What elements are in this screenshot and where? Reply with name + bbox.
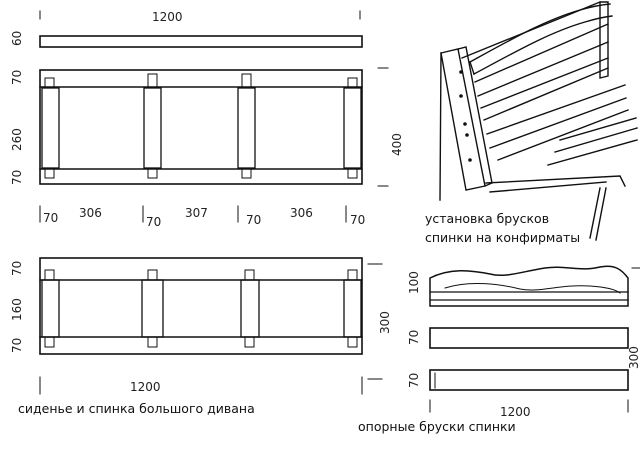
spacing-4: 307 — [185, 206, 208, 220]
iso-caption-line1: установка брусков — [425, 211, 549, 226]
spacing-6: 306 — [290, 206, 313, 220]
top-width-label: 1200 — [152, 10, 183, 24]
bottom-drawing — [39, 257, 383, 395]
bottom-upright-2 — [141, 279, 164, 338]
bottom-overall-height: 300 — [378, 311, 392, 334]
spacing-7: 70 — [350, 213, 365, 227]
top-frame-middle: 260 — [10, 128, 24, 151]
backrest-bars — [429, 265, 640, 413]
bar-height-2: 70 — [407, 330, 421, 345]
iso-sketch — [439, 1, 638, 241]
iso-caption: установка брусков спинки на конфирматы — [425, 211, 580, 245]
bottom-width-label: 1200 — [130, 380, 161, 394]
bottom-upright-1 — [41, 279, 60, 338]
spacing-2: 306 — [79, 206, 102, 220]
bottom-upright-3 — [240, 279, 260, 338]
top-rail-thickness: 60 — [10, 31, 24, 46]
bar-3 — [429, 369, 629, 391]
bottom-frame-middle: 160 — [10, 298, 24, 321]
spacing-3: 70 — [146, 215, 161, 229]
bar-height-3: 70 — [407, 373, 421, 388]
top-frame — [39, 69, 363, 185]
bottom-frame — [39, 257, 363, 355]
spacing-1: 70 — [43, 211, 58, 225]
bottom-frame-top: 70 — [10, 261, 24, 276]
bottom-upright-4 — [343, 279, 362, 338]
top-rail — [39, 35, 363, 48]
wavy-bar — [429, 265, 629, 307]
backrest-dimensions: 100 70 70 300 1200 опорные бруски спинки — [358, 271, 640, 434]
bar-2 — [429, 327, 629, 349]
top-upright-4 — [343, 87, 362, 169]
bar-overall-height: 300 — [627, 346, 640, 369]
top-frame-top: 70 — [10, 70, 24, 85]
bottom-dimensions: 70 160 70 300 1200 сиденье и спинка боль… — [10, 261, 392, 416]
spacing-5: 70 — [246, 213, 261, 227]
bars-caption: опорные бруски спинки — [358, 419, 516, 434]
top-drawing — [39, 10, 389, 223]
bottom-frame-bottom: 70 — [10, 338, 24, 353]
bar-width-label: 1200 — [500, 405, 531, 419]
top-frame-bottom: 70 — [10, 170, 24, 185]
top-upright-1 — [41, 87, 60, 169]
top-upright-3 — [237, 87, 256, 169]
bottom-caption: сиденье и спинка большого дивана — [18, 401, 255, 416]
bar-height-1: 100 — [407, 271, 421, 294]
top-overall-height: 400 — [390, 133, 404, 156]
top-upright-2 — [143, 87, 162, 169]
iso-caption-line2: спинки на конфирматы — [425, 230, 580, 245]
top-dimensions: 1200 60 70 260 70 400 70 306 70 307 70 3… — [10, 10, 404, 229]
